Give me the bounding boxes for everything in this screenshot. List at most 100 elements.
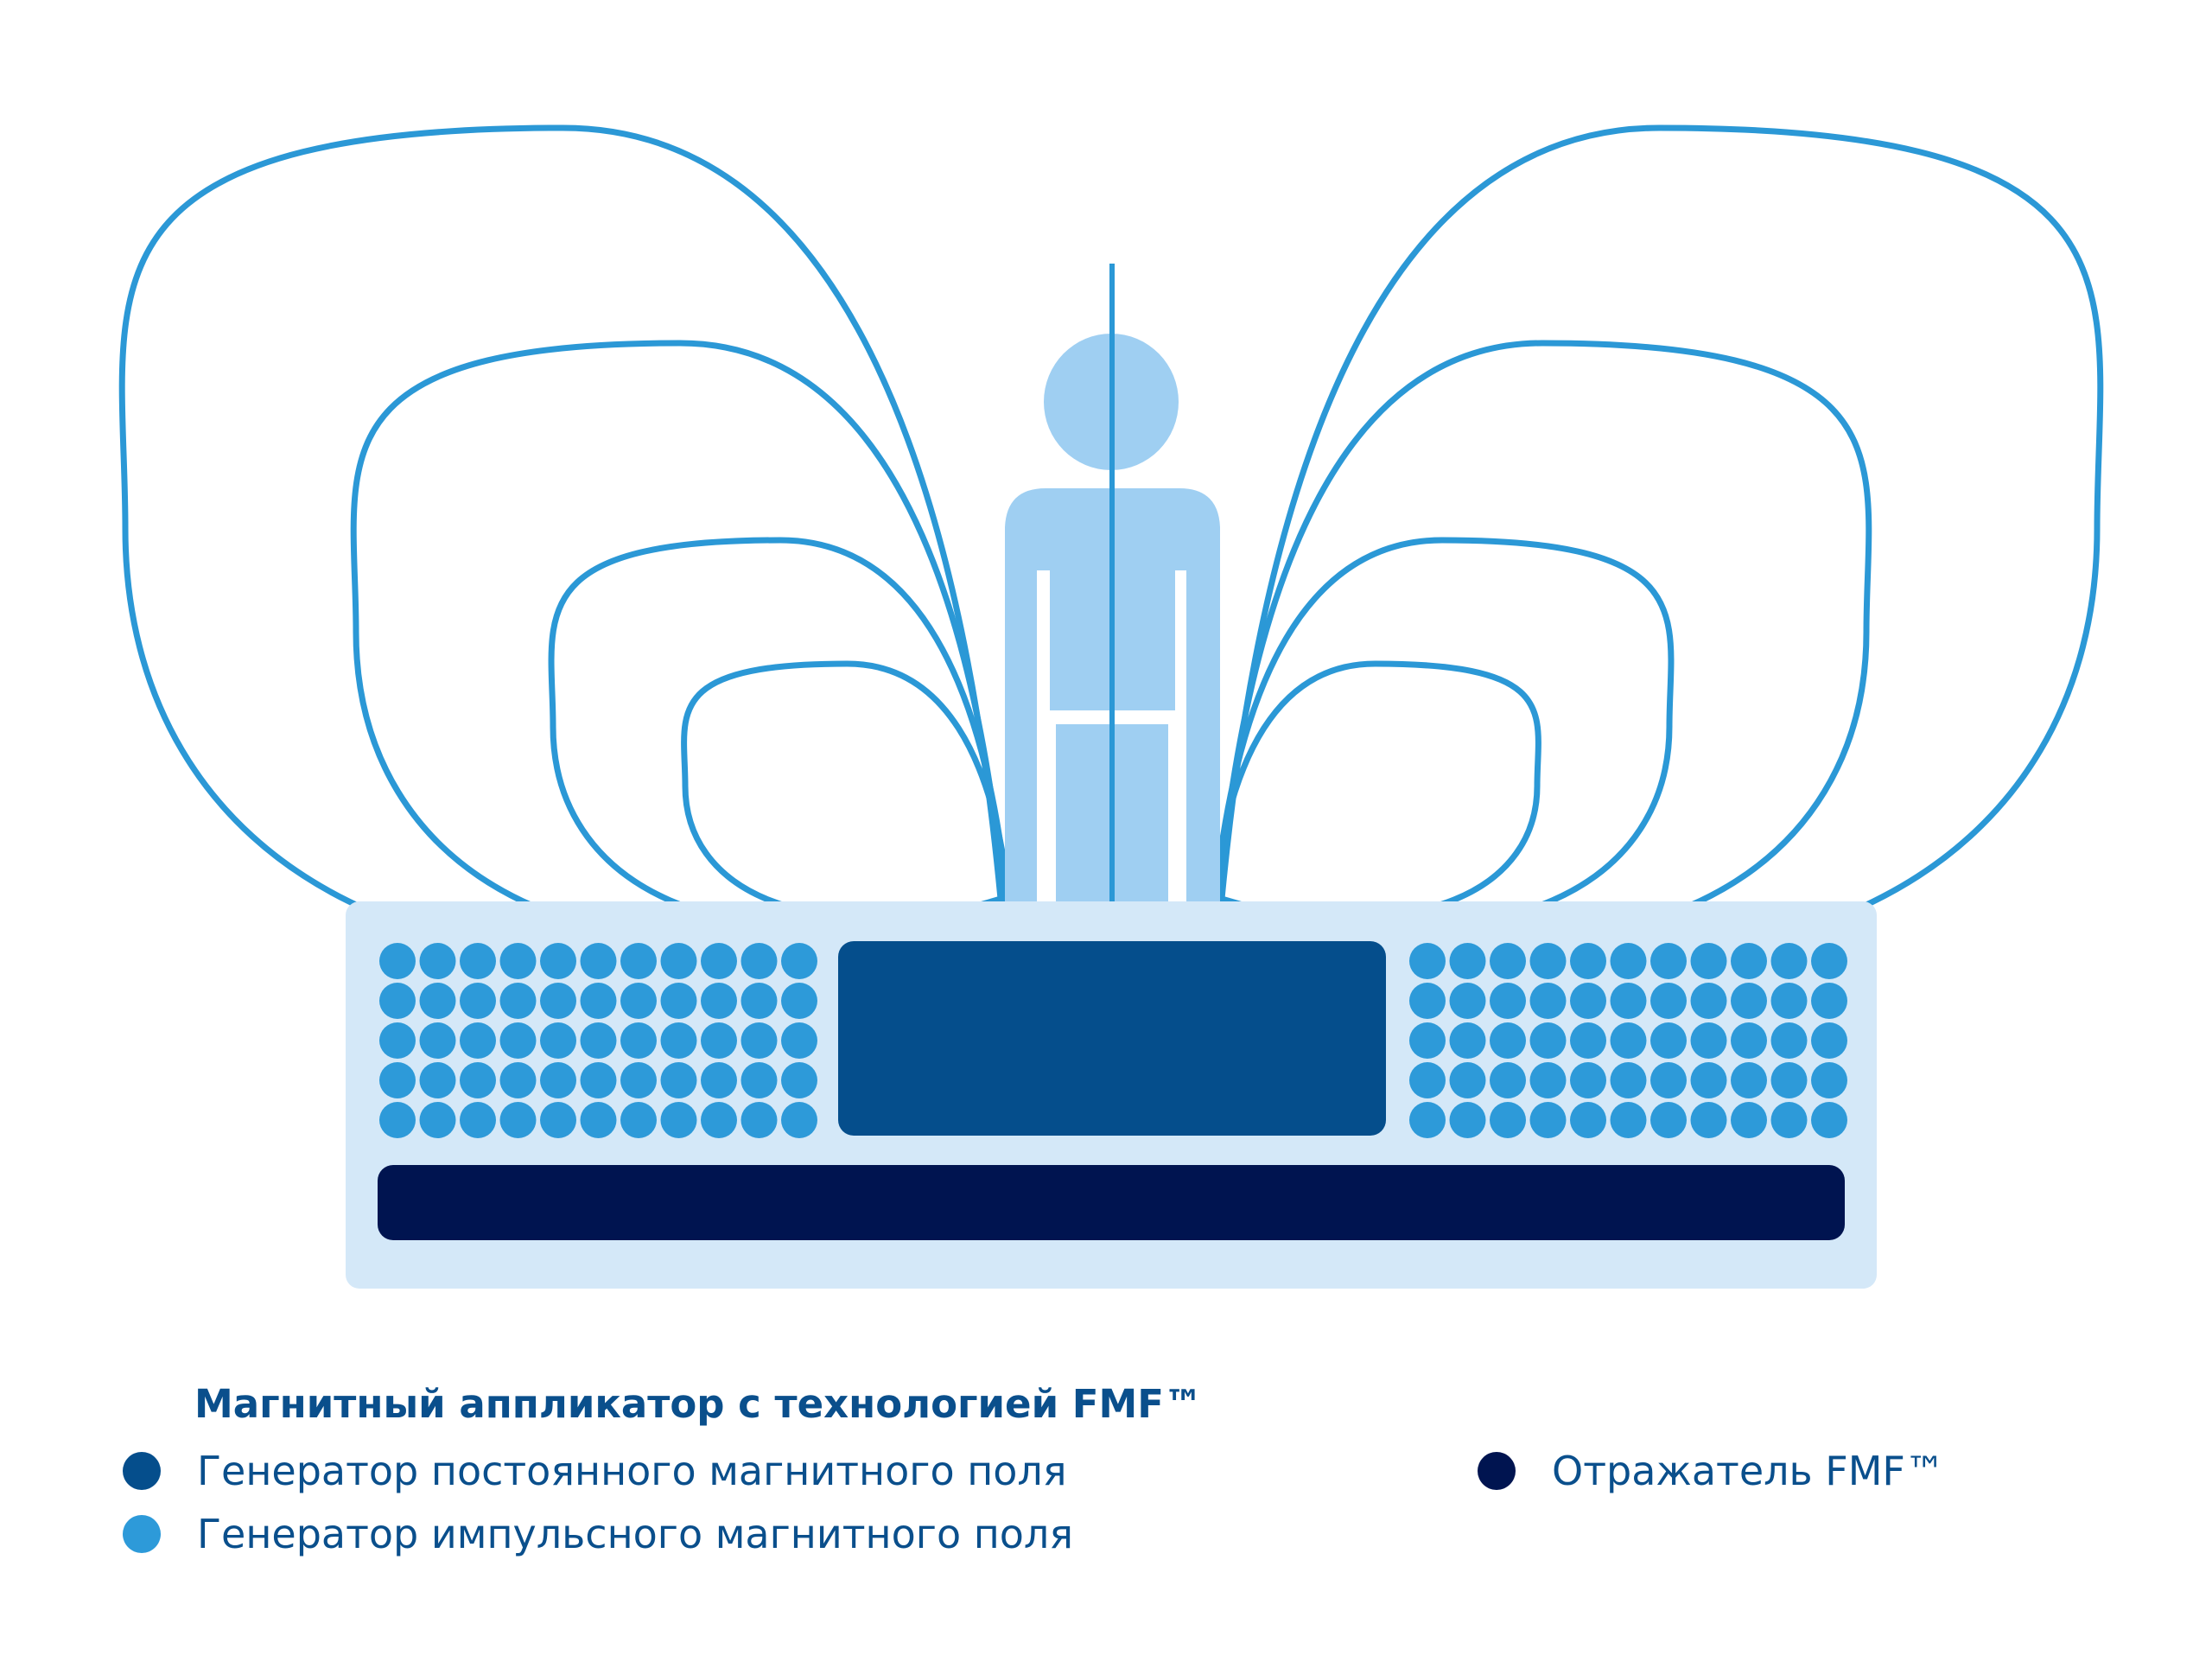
pulse-coil-left	[540, 943, 576, 979]
pulse-coil-right	[1610, 983, 1647, 1019]
pulse-coil-left	[660, 1102, 697, 1138]
pulse-coil-left	[781, 983, 817, 1019]
pulse-coil-left	[499, 983, 537, 1019]
pulse-coil-left	[419, 1062, 456, 1098]
pulse-coil-right	[1610, 1062, 1647, 1098]
pulse-coil-left	[620, 983, 657, 1019]
pulse-coil-right	[1449, 943, 1486, 979]
pulse-coil-right	[1811, 1062, 1847, 1098]
pulse-coil-left	[540, 1062, 576, 1098]
pulse-coil-right	[1690, 983, 1727, 1019]
static-generator-block	[838, 941, 1386, 1136]
pulse-generator-dot-icon	[123, 1515, 161, 1553]
pulse-coil-right	[1529, 983, 1567, 1019]
pulse-coil-left	[741, 983, 778, 1019]
pulse-coil-left	[419, 1022, 456, 1059]
pulse-coil-right	[1731, 1102, 1767, 1138]
pulse-coil-left	[741, 943, 778, 979]
legend-label-pulse-generator: Генератор импульсного магнитного поля	[197, 1511, 1073, 1557]
pulse-coil-right	[1409, 1102, 1446, 1138]
pulse-coil-right	[1610, 1102, 1647, 1138]
pulse-coil-left	[660, 983, 697, 1019]
pulse-coil-right	[1650, 943, 1687, 979]
pulse-coil-left	[701, 1102, 737, 1138]
legend-item-fmf-reflector: Отражатель FMF™	[1478, 1445, 1945, 1497]
pulse-coil-left	[620, 1102, 657, 1138]
pulse-coil-left	[781, 1062, 817, 1098]
pulse-coil-right	[1570, 1022, 1606, 1059]
pulse-coil-right	[1731, 1062, 1767, 1098]
pulse-coil-left	[460, 943, 496, 979]
pulse-coil-right	[1490, 983, 1526, 1019]
pulse-coil-left	[419, 943, 456, 979]
pulse-coil-right	[1490, 1022, 1526, 1059]
pulse-coil-left	[460, 1102, 496, 1138]
pulse-coil-left	[379, 983, 416, 1019]
pulse-coil-right	[1731, 983, 1767, 1019]
fmf-reflector-bar	[378, 1165, 1845, 1240]
pulse-coil-left	[701, 983, 737, 1019]
pulse-coil-right	[1811, 1022, 1847, 1059]
pulse-coil-left	[660, 1062, 697, 1098]
pulse-coil-left	[781, 1022, 817, 1059]
pulse-coil-right	[1570, 943, 1606, 979]
pulse-coil-right	[1409, 1022, 1446, 1059]
pulse-coil-left	[540, 1102, 576, 1138]
pulse-coil-left	[701, 1062, 737, 1098]
pulse-coil-right	[1770, 1022, 1808, 1059]
pulse-coil-right	[1449, 983, 1486, 1019]
pulse-coil-right	[1449, 1062, 1486, 1098]
pulse-coil-left	[419, 1102, 456, 1138]
pulse-coil-right	[1731, 1022, 1767, 1059]
pulse-coil-right	[1490, 1062, 1526, 1098]
pulse-coil-right	[1570, 1102, 1606, 1138]
pulse-coil-left	[580, 983, 617, 1019]
pulse-coil-left	[660, 1022, 697, 1059]
pulse-coil-right	[1610, 1022, 1647, 1059]
pulse-coil-right	[1650, 983, 1687, 1019]
pulse-coil-right	[1409, 983, 1446, 1019]
pulse-coil-right	[1570, 983, 1606, 1019]
pulse-coil-right	[1650, 1022, 1687, 1059]
pulse-coil-left	[379, 1022, 416, 1059]
pulse-coil-right	[1529, 943, 1567, 979]
pulse-coil-right	[1770, 1102, 1808, 1138]
pulse-coil-left	[741, 1102, 778, 1138]
field-loop-outer-right	[1210, 660, 1541, 920]
field-loop-large-left	[548, 537, 1011, 930]
pulse-coil-left	[460, 1062, 496, 1098]
pulse-coil-left	[460, 1022, 496, 1059]
pulse-coil-right	[1409, 943, 1446, 979]
pulse-coil-right	[1529, 1102, 1567, 1138]
pulse-coil-left	[781, 1102, 817, 1138]
pulse-coil-left	[620, 1062, 657, 1098]
pulse-coil-right	[1690, 1062, 1727, 1098]
pulse-coil-right	[1811, 1102, 1847, 1138]
legend-item-pulse-generator: Генератор импульсного магнитного поля	[123, 1508, 1073, 1560]
pulse-coil-right	[1731, 943, 1767, 979]
legend-label-static-generator: Генератор постоянного магнитного поля	[197, 1448, 1067, 1494]
pulse-coil-right	[1770, 983, 1808, 1019]
pulse-coil-left	[499, 1022, 537, 1059]
pulse-coil-left	[620, 943, 657, 979]
pulse-coil-left	[499, 1102, 537, 1138]
pulse-coil-right	[1449, 1102, 1486, 1138]
legend-title: Магнитный аппликатор с технологией FMF™	[194, 1381, 1204, 1427]
pulse-coil-right	[1449, 1022, 1486, 1059]
legend-item-static-generator: Генератор постоянного магнитного поля	[123, 1445, 1067, 1497]
field-loop-inner-left	[118, 124, 1004, 963]
pulse-coil-right	[1650, 1062, 1687, 1098]
pulse-coil-right	[1490, 943, 1526, 979]
pulse-coil-left	[499, 1062, 537, 1098]
pulse-coil-left	[580, 943, 617, 979]
pulse-coil-right	[1690, 1022, 1727, 1059]
pulse-coil-left	[419, 983, 456, 1019]
pulse-coil-right	[1490, 1102, 1526, 1138]
pulse-coil-right	[1811, 983, 1847, 1019]
pulse-coil-right	[1770, 943, 1808, 979]
pulse-coil-left	[580, 1062, 617, 1098]
field-loop-large-right	[1211, 537, 1675, 930]
pulse-coil-right	[1650, 1102, 1687, 1138]
pulse-coil-right	[1570, 1062, 1606, 1098]
